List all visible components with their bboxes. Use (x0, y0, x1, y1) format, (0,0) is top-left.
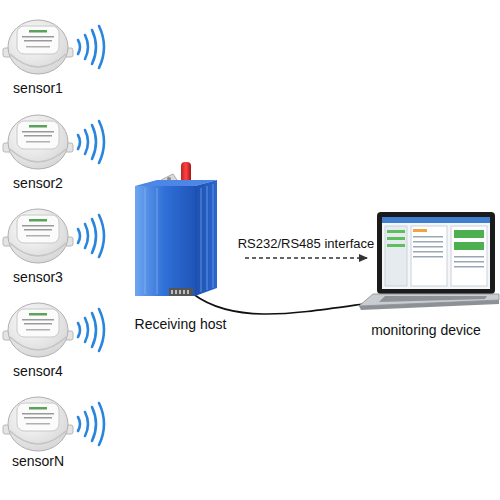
sensor-node: sensor3 (2, 207, 74, 287)
sensor-device (2, 18, 74, 76)
sensor-node: sensor1 (2, 18, 74, 98)
node-label: sensor2 (2, 175, 74, 191)
laptop-illustration (355, 210, 500, 318)
interface-arrow (245, 257, 367, 258)
node-label: monitoring device (352, 322, 500, 338)
node-label: sensor4 (2, 363, 74, 379)
sensor-node: sensor4 (2, 301, 74, 381)
sensor-device (2, 207, 74, 265)
node-label: Receiving host (118, 316, 243, 332)
node-label: sensor1 (2, 80, 74, 96)
serial-cable (193, 294, 363, 314)
laptop-node: monitoring device (352, 210, 500, 342)
edge-label: RS232/RS485 interface (238, 236, 375, 251)
sensor-node: sensor2 (2, 113, 74, 193)
node-label: sensorN (2, 453, 74, 469)
receiver-node: Receiving host (118, 160, 243, 342)
sensor-device (2, 301, 74, 359)
sensor-device (2, 113, 74, 171)
receiver-illustration (125, 160, 235, 300)
node-label: sensor3 (2, 269, 74, 285)
sensor-device (2, 395, 74, 453)
sensor-node: sensorN (2, 395, 74, 475)
